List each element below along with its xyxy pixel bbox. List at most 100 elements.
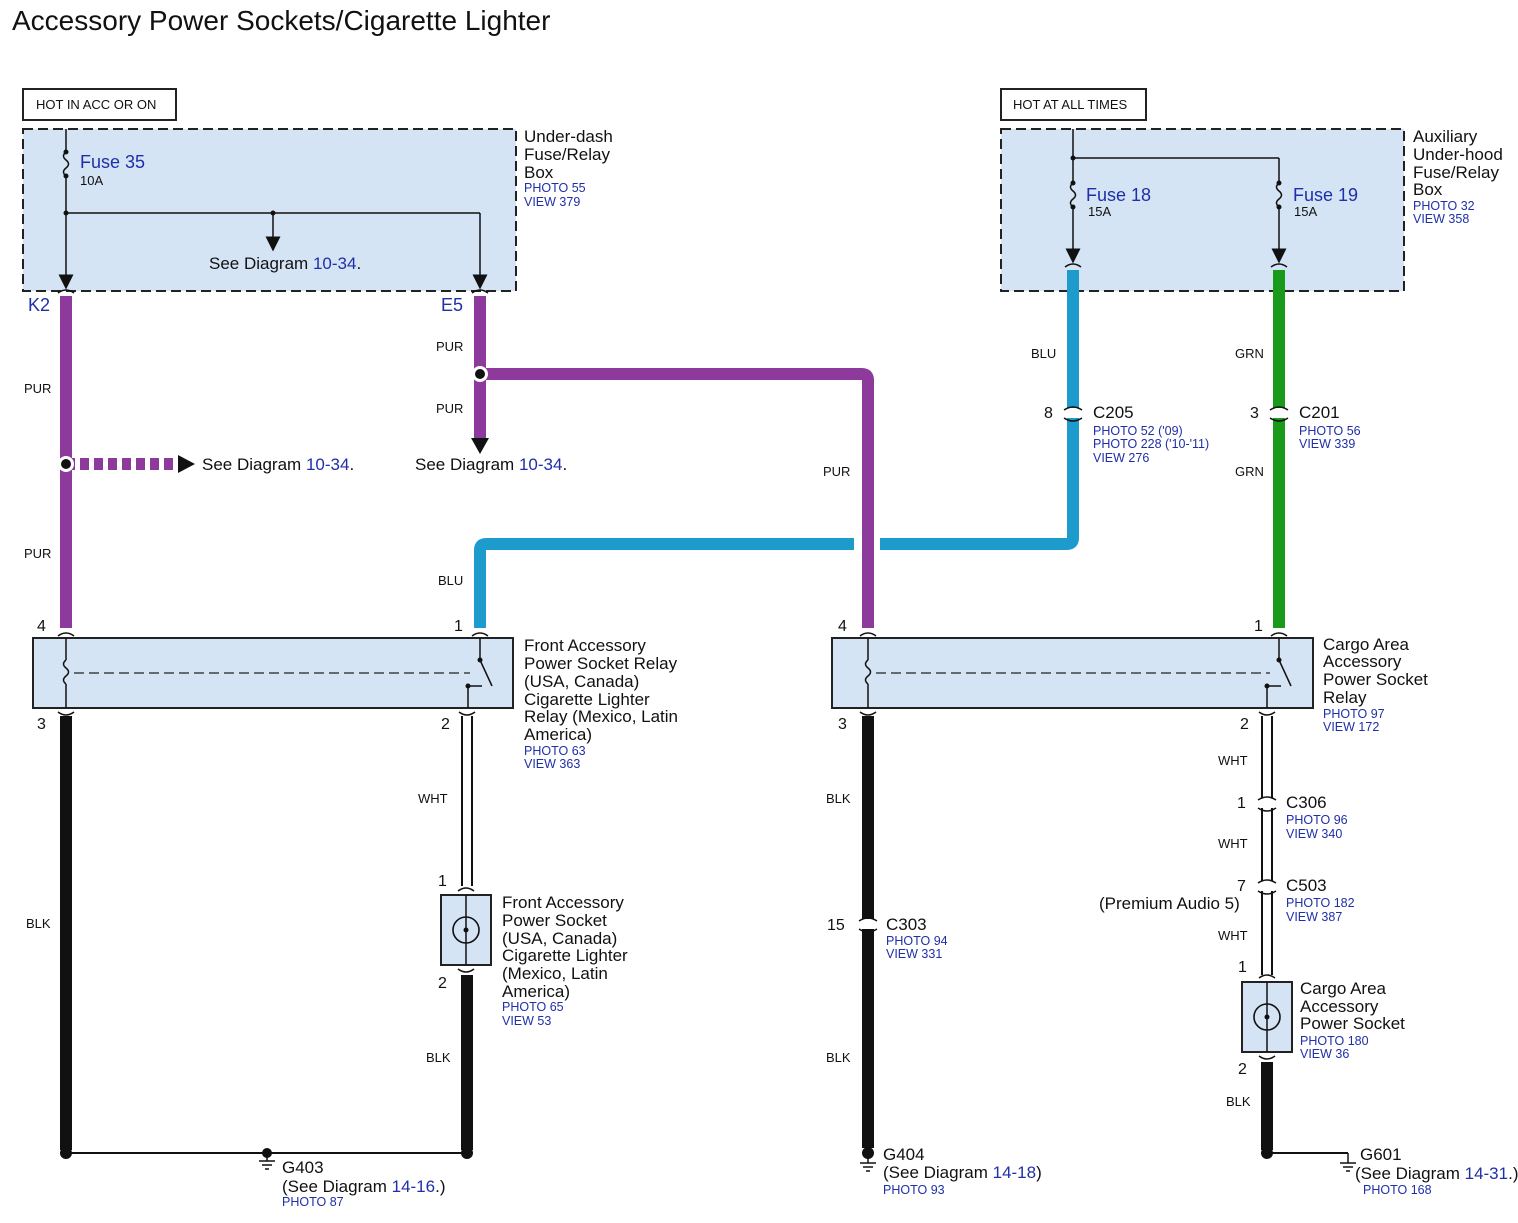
- wire-blu-fuse18: [880, 270, 1079, 550]
- fuse-18: Fuse 18 15A: [1065, 180, 1151, 264]
- splice-dot-inner: [475, 369, 485, 379]
- front-relay-pin2: 2: [441, 716, 450, 733]
- svg-text:PHOTO 180: PHOTO 180: [1300, 1034, 1369, 1048]
- svg-text:VIEW 340: VIEW 340: [1286, 827, 1342, 841]
- svg-text:Front Accessory: Front Accessory: [502, 893, 624, 912]
- svg-text:Fuse 18: Fuse 18: [1086, 185, 1151, 205]
- svg-text:Cigarette Lighter: Cigarette Lighter: [524, 690, 650, 709]
- connector-c306: 1 C306 PHOTO 96 VIEW 340: [1237, 793, 1348, 841]
- wire-color-blu-fuse18: BLU: [1031, 346, 1056, 361]
- svg-text:VIEW 276: VIEW 276: [1093, 451, 1149, 465]
- svg-text:Accessory: Accessory: [1323, 652, 1402, 671]
- svg-text:Relay (Mexico, Latin: Relay (Mexico, Latin: [524, 707, 678, 726]
- wire-color-wht-cargo-3: WHT: [1218, 928, 1248, 943]
- svg-text:VIEW 387: VIEW 387: [1286, 910, 1342, 924]
- svg-text:See Diagram 10-34.: See Diagram 10-34.: [209, 254, 361, 273]
- wire-color-wht-cargo-2: WHT: [1218, 836, 1248, 851]
- svg-text:C503: C503: [1286, 876, 1327, 895]
- svg-text:Under-dash: Under-dash: [524, 127, 613, 146]
- hot-always-label: HOT AT ALL TIMES: [1000, 88, 1147, 121]
- svg-text:G404: G404: [883, 1145, 925, 1164]
- svg-text:PHOTO 65: PHOTO 65: [502, 1000, 564, 1014]
- wire-color-blk-cargo-lower: BLK: [826, 1050, 851, 1065]
- ground-dot-g404: [862, 1147, 874, 1159]
- svg-text:Cargo Area: Cargo Area: [1300, 979, 1387, 998]
- svg-text:3: 3: [1250, 405, 1259, 422]
- svg-text:8: 8: [1044, 405, 1053, 422]
- svg-text:15A: 15A: [1294, 204, 1317, 219]
- ground-g403-label: G403 (See Diagram 14-16.) PHOTO 87: [282, 1158, 445, 1209]
- front-relay-pin4: 4: [37, 618, 46, 635]
- svg-text:C303: C303: [886, 915, 927, 934]
- wire-color-wht-cargo-1: WHT: [1218, 753, 1248, 768]
- ground-dot-right: [461, 1147, 473, 1159]
- connector-marks-top: [57, 263, 1288, 294]
- ground-dot-cargo: [1261, 1147, 1273, 1159]
- connector-c303: 15 C303 PHOTO 94 VIEW 331: [827, 915, 948, 961]
- svg-text:Box: Box: [1413, 180, 1443, 199]
- connector-c503: 7 C503 (Premium Audio 5) PHOTO 182 VIEW …: [1099, 876, 1355, 924]
- underdash-internal-bus: See Diagram 10-34.: [63, 210, 488, 290]
- wire-color-blu-front: BLU: [438, 573, 463, 588]
- svg-text:(USA, Canada): (USA, Canada): [502, 929, 617, 948]
- aux-box-label: Auxiliary Under-hood Fuse/Relay Box PHOT…: [1413, 127, 1503, 226]
- front-socket-label: Front Accessory Power Socket (USA, Canad…: [502, 893, 628, 1028]
- svg-text:VIEW 358: VIEW 358: [1413, 212, 1469, 226]
- arrow-down-10-34: [471, 438, 489, 454]
- front-socket-pin2: 2: [438, 975, 447, 992]
- wire-blu-to-front-relay: [474, 538, 854, 628]
- arrow-right-10-34: [178, 455, 195, 473]
- see-diagram-mid: See Diagram 10-34.: [415, 455, 567, 474]
- svg-text:PHOTO 56: PHOTO 56: [1299, 424, 1361, 438]
- svg-text:(See Diagram 14-16.): (See Diagram 14-16.): [282, 1177, 445, 1196]
- front-relay-internals: [57, 632, 493, 708]
- svg-text:10A: 10A: [80, 173, 103, 188]
- svg-text:VIEW 363: VIEW 363: [524, 757, 580, 771]
- underdash-box-label: Under-dash Fuse/Relay Box PHOTO 55 VIEW …: [524, 127, 613, 209]
- svg-text:VIEW 379: VIEW 379: [524, 195, 580, 209]
- wire-color-wht-front: WHT: [418, 791, 448, 806]
- svg-text:PHOTO 93: PHOTO 93: [883, 1183, 945, 1197]
- svg-text:Fuse/Relay: Fuse/Relay: [1413, 163, 1499, 182]
- front-relay-label: Front Accessory Power Socket Relay (USA,…: [524, 636, 678, 771]
- cargo-relay-pin1: 1: [1254, 618, 1263, 635]
- connector-c201: 3 C201 PHOTO 56 VIEW 339: [1250, 403, 1361, 451]
- svg-text:15A: 15A: [1088, 204, 1111, 219]
- cargo-relay-pin2: 2: [1240, 716, 1249, 733]
- svg-text:Power Socket: Power Socket: [1323, 670, 1428, 689]
- svg-text:VIEW 331: VIEW 331: [886, 947, 942, 961]
- wire-color-grn-upper: GRN: [1235, 346, 1264, 361]
- ground-symbol-g404: [860, 1158, 876, 1172]
- svg-text:(See Diagram 14-31.): (See Diagram 14-31.): [1355, 1164, 1518, 1183]
- svg-text:C205: C205: [1093, 403, 1134, 422]
- cargo-relay-label: Cargo Area Accessory Power Socket Relay …: [1323, 635, 1428, 734]
- cargo-socket-pin1: 1: [1238, 959, 1247, 976]
- ground-g601-label: G601 (See Diagram 14-31.) PHOTO 168: [1355, 1145, 1518, 1197]
- ground-symbol-g601: [1340, 1153, 1356, 1172]
- svg-text:America): America): [524, 725, 592, 744]
- aux-internal-bus: [1070, 129, 1280, 183]
- cargo-relay-pin4: 4: [838, 618, 847, 635]
- front-relay-pin3: 3: [37, 716, 46, 733]
- svg-text:PHOTO 182: PHOTO 182: [1286, 896, 1355, 910]
- svg-text:PHOTO 228 ('10-'11): PHOTO 228 ('10-'11): [1093, 437, 1209, 451]
- svg-text:PHOTO 63: PHOTO 63: [524, 744, 586, 758]
- cargo-socket: [1241, 974, 1293, 1060]
- svg-text:Accessory: Accessory: [1300, 997, 1379, 1016]
- svg-text:PHOTO 87: PHOTO 87: [282, 1195, 344, 1209]
- svg-text:PHOTO 55: PHOTO 55: [524, 181, 586, 195]
- svg-text:15: 15: [827, 917, 845, 934]
- svg-text:(Premium Audio 5): (Premium Audio 5): [1099, 894, 1240, 913]
- svg-text:HOT IN ACC OR ON: HOT IN ACC OR ON: [36, 97, 156, 112]
- svg-text:Box: Box: [524, 163, 554, 182]
- svg-text:C201: C201: [1299, 403, 1340, 422]
- fuse-19: Fuse 19 15A: [1271, 180, 1358, 264]
- wire-color-pur-e5-lower: PUR: [436, 401, 463, 416]
- splice-left-inner: [61, 459, 71, 469]
- ground-symbol-g403: [259, 1153, 275, 1170]
- svg-text:(USA, Canada): (USA, Canada): [524, 672, 639, 691]
- wire-pur-to-cargo-relay: [480, 368, 874, 628]
- svg-text:Fuse 35: Fuse 35: [80, 152, 145, 172]
- front-relay-pin1: 1: [454, 618, 463, 635]
